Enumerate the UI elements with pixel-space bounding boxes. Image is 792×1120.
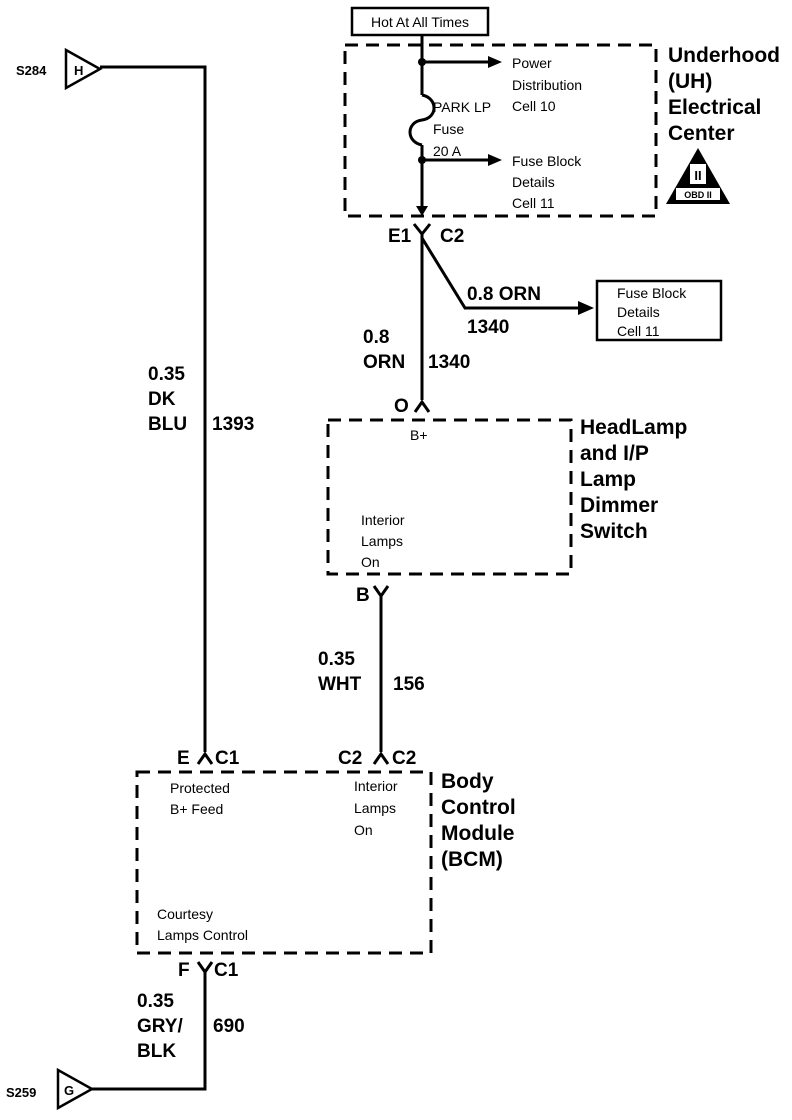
blu-wire-size: 0.35 (148, 364, 185, 385)
bcm-title-2: Control (441, 796, 516, 819)
uh-center-title-4: Center (668, 122, 735, 145)
uh-connector-pin: E1 (388, 226, 412, 247)
fuse-label-2: Fuse (433, 121, 464, 137)
fuse-block-details-box (595, 279, 723, 342)
bcm-interior-1: Interior (354, 778, 398, 794)
bcm-courtesy-2: Lamps Control (157, 927, 248, 943)
uh-center-title-2: (UH) (668, 70, 712, 93)
bcm-protected-2: B+ Feed (170, 801, 223, 817)
power-dist-label-1: Power (512, 55, 552, 71)
splice-s259-letter: G (64, 1083, 74, 1098)
orn-main-size: 0.8 (363, 327, 389, 348)
dimmer-title-2: and I/P (580, 442, 649, 465)
dimmer-interior-3: On (361, 554, 380, 570)
wht-wire-size: 0.35 (318, 649, 355, 670)
blu-wire-color1: DK (148, 389, 176, 410)
bcm-title-4: (BCM) (441, 848, 503, 871)
wht-wire-color: WHT (318, 674, 362, 695)
fuse-label-3: 20 A (433, 143, 462, 159)
uh-electrical-center-box (343, 43, 658, 218)
gry-wire-size: 0.35 (137, 991, 174, 1012)
dimmer-bplus: B+ (410, 427, 428, 443)
bcm-interior-3: On (354, 822, 373, 838)
fuse-block-box-label-3: Cell 11 (617, 323, 660, 339)
svg-text:II: II (694, 168, 701, 183)
dimmer-interior-1: Interior (361, 512, 405, 528)
fuse-block-box-label-2: Details (617, 304, 660, 320)
gry-wire-color1: GRY/ (137, 1016, 183, 1037)
orn-main-color: ORN (363, 352, 405, 373)
orn-branch-wire: 0.8 ORN (467, 284, 541, 305)
blu-wire-circuit: 1393 (212, 414, 254, 435)
dimmer-title-3: Lamp (580, 468, 636, 491)
splice-s259-icon (56, 1067, 95, 1111)
power-dist-label-2: Distribution (512, 77, 582, 93)
bcm-title-1: Body (441, 770, 494, 793)
power-distribution-arrow-icon (488, 56, 502, 68)
splice-s284-letter: H (74, 63, 83, 78)
dimmer-title-4: Dimmer (580, 494, 658, 517)
hot-label-text: Hot At All Times (371, 14, 469, 30)
wht-wire-circuit: 156 (393, 674, 425, 695)
orn-branch-arrow-icon (578, 301, 594, 315)
bcm-output-connector-icon (196, 961, 214, 975)
splice-s259-name: S259 (6, 1085, 36, 1100)
splice-s284-name: S284 (16, 63, 47, 78)
bcm-courtesy-1: Courtesy (157, 906, 213, 922)
bcm-c1-input-connector-icon (196, 751, 214, 765)
fuse-block-arrow-icon (488, 154, 502, 166)
splice-s284-icon (64, 47, 103, 91)
fuse-block-box-label-1: Fuse Block (617, 285, 687, 301)
uh-connector-icon (412, 223, 432, 237)
gry-wire-circuit: 690 (213, 1016, 245, 1037)
uh-fuse-block-label-2: Details (512, 174, 555, 190)
svg-text:OBD II: OBD II (684, 190, 712, 200)
uh-center-title-3: Electrical (668, 96, 761, 119)
bcm-c2-input-connector-icon (372, 751, 390, 765)
park-lp-fuse-icon (408, 93, 436, 147)
fuse-label-1: PARK LP (433, 99, 491, 115)
bcm-output-conn: C1 (214, 960, 239, 981)
bcm-title-3: Module (441, 822, 515, 845)
bcm-box (135, 770, 433, 955)
bcm-c2-input-pin: C2 (338, 748, 362, 769)
dimmer-interior-2: Lamps (361, 533, 403, 549)
dimmer-output-connector-icon (372, 585, 390, 599)
bcm-output-pin: F (178, 960, 190, 981)
dimmer-input-connector-icon (413, 399, 431, 413)
dimmer-title-5: Switch (580, 520, 648, 543)
blu-wire-color2: BLU (148, 414, 187, 435)
bcm-interior-2: Lamps (354, 800, 396, 816)
gry-wire-color2: BLK (137, 1041, 176, 1062)
orn-branch-circuit: 1340 (467, 317, 509, 338)
obd-ii-badge-icon: II OBD II (666, 148, 730, 204)
bcm-c2-input-conn: C2 (392, 748, 416, 769)
orn-main-circuit: 1340 (428, 352, 470, 373)
dimmer-input-pin: O (394, 396, 409, 417)
power-dist-label-3: Cell 10 (512, 98, 556, 114)
uh-connector-name: C2 (440, 226, 464, 247)
bcm-c1-input-pin: E (177, 748, 190, 769)
uh-fuse-block-label-1: Fuse Block (512, 153, 582, 169)
dimmer-output-pin: B (356, 585, 370, 606)
bcm-c1-input-conn: C1 (215, 748, 240, 769)
uh-fuse-block-label-3: Cell 11 (512, 195, 555, 211)
dimmer-title-1: HeadLamp (580, 416, 687, 439)
dimmer-switch-box (326, 418, 573, 576)
bcm-protected-1: Protected (170, 780, 230, 796)
hot-at-all-times-label: Hot At All Times (350, 6, 490, 37)
uh-center-title-1: Underhood (668, 44, 780, 67)
